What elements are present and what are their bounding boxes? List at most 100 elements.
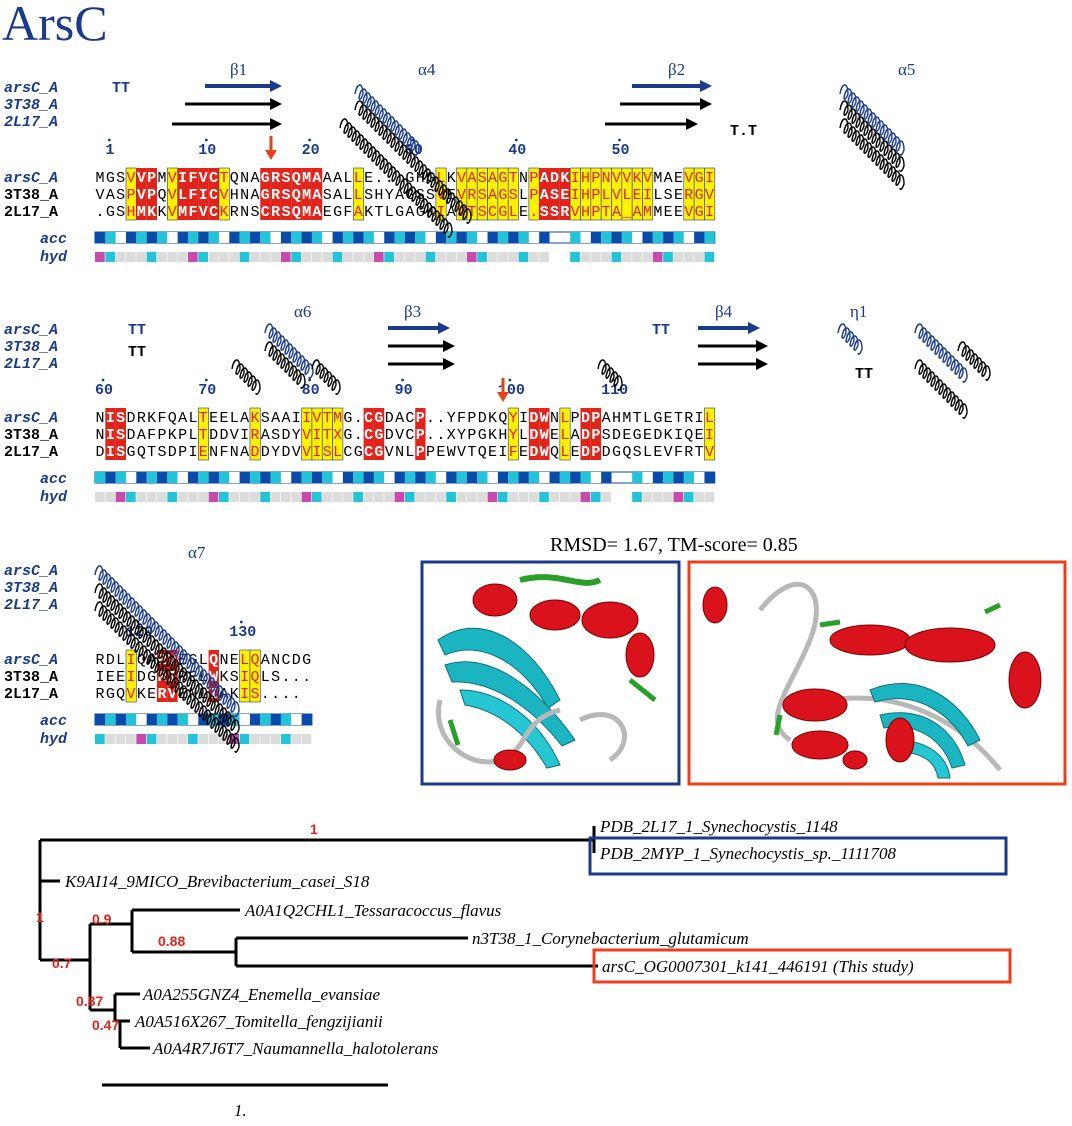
ss-label-beta1: β1	[230, 60, 247, 79]
hyd-cell	[239, 492, 250, 502]
hyd-cell	[156, 492, 167, 502]
residue: M	[643, 204, 652, 221]
residue: K	[447, 170, 456, 187]
helix-coil	[231, 359, 261, 395]
acc-cell	[146, 714, 157, 725]
similar-column-box	[507, 167, 519, 221]
residue: D	[281, 444, 290, 461]
acc-cell	[249, 714, 261, 725]
residue: V	[168, 652, 177, 669]
acc-cell	[229, 472, 240, 483]
acc-cell	[249, 232, 261, 243]
residue: I	[209, 686, 218, 703]
residue: H	[612, 410, 621, 427]
helix-coil	[311, 359, 341, 395]
residue: S	[250, 204, 259, 221]
acc-cell	[187, 232, 199, 243]
residue: .	[96, 204, 105, 221]
acc-cell	[353, 472, 364, 483]
acc-cell	[539, 472, 550, 483]
residue: D	[168, 444, 177, 461]
residue: R	[230, 204, 239, 221]
residue: N	[395, 444, 404, 461]
hyd-cell	[105, 252, 116, 262]
conserved-column-box	[187, 168, 199, 220]
residue: V	[137, 187, 146, 204]
hyd-cell	[384, 492, 394, 502]
residue: F	[147, 427, 156, 444]
helix-coil	[339, 118, 453, 238]
residue: A	[395, 410, 404, 427]
acc-cell	[642, 232, 653, 243]
acc-cell	[415, 232, 426, 243]
residue: D	[137, 669, 146, 686]
residue: G	[416, 204, 425, 221]
position-number: 70	[198, 382, 216, 399]
helix-coil	[839, 118, 905, 190]
hyd-cell	[249, 252, 260, 262]
residue: Q	[498, 410, 507, 427]
residue: R	[684, 410, 693, 427]
acc-cell	[570, 472, 581, 483]
helix-coil	[354, 100, 472, 224]
structure-right-panel	[687, 560, 1067, 786]
conserved-column-box	[373, 408, 385, 460]
acc-cell	[632, 232, 643, 243]
position-dot	[618, 138, 621, 142]
acc-cell	[332, 232, 343, 243]
acc-cell	[528, 472, 540, 483]
residue: V	[96, 187, 105, 204]
residue: R	[271, 187, 280, 204]
site-arrow-head	[497, 392, 509, 402]
bootstrap-value: 0.9	[92, 911, 112, 927]
hyd-cell	[508, 252, 518, 262]
acc-cell	[342, 472, 354, 483]
residue: S	[478, 170, 487, 187]
acc-cell	[518, 472, 529, 483]
residue: R	[157, 686, 166, 703]
residue: A	[447, 204, 456, 221]
residue: .	[426, 427, 435, 444]
acc-cell	[415, 472, 426, 483]
residue: K	[230, 686, 239, 703]
ss-label-alpha7: α7	[188, 543, 206, 562]
seq-row-label: 3T38_A	[4, 427, 58, 444]
acc-cell	[373, 472, 385, 483]
strand-arrow-head	[748, 322, 760, 334]
hyd-cell	[270, 252, 281, 262]
residue: V	[302, 427, 311, 444]
residue: D	[385, 410, 394, 427]
residue: P	[591, 187, 600, 204]
residue: S	[323, 444, 332, 461]
residue: G	[126, 444, 135, 461]
acc-cell	[105, 232, 116, 243]
hyd-cell	[95, 252, 105, 262]
acc-cell	[260, 232, 271, 243]
residue: G	[261, 170, 270, 187]
residue: V	[168, 204, 177, 221]
residue: A	[250, 187, 259, 204]
similar-column-box	[249, 407, 261, 461]
conserved-column-box	[539, 168, 550, 220]
hyd-cell	[239, 252, 250, 262]
hyd-cell	[95, 734, 105, 744]
ss-row-label: 2L17_A	[4, 114, 58, 131]
residue: A	[137, 427, 146, 444]
residue: T	[674, 410, 683, 427]
acc-cell	[280, 714, 292, 725]
residue: G	[106, 170, 115, 187]
conserved-column-box	[260, 168, 271, 220]
residue: G	[188, 652, 197, 669]
residue: P	[591, 170, 600, 187]
residue: W	[540, 410, 549, 427]
residue: E	[674, 170, 683, 187]
hyd-cell	[363, 492, 374, 502]
acc-cell	[497, 232, 509, 243]
hyd-cell	[404, 492, 415, 502]
tree-leaf-label: PDB_2L17_1_Synechocystis_1148	[599, 817, 838, 836]
hyd-cell	[601, 252, 611, 262]
hyd-cell	[477, 252, 487, 262]
residue: S	[271, 669, 280, 686]
acc-cell	[198, 232, 209, 243]
hyd-cell	[539, 252, 549, 262]
